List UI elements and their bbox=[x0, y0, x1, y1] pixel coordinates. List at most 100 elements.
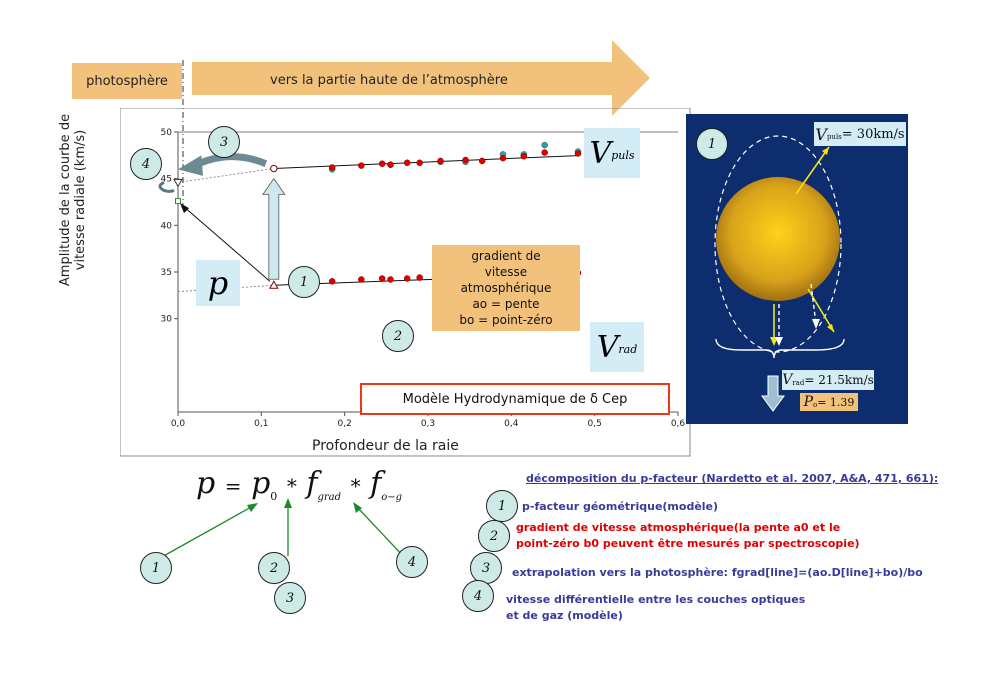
y-tick-label: 50 bbox=[161, 128, 173, 138]
legend-item-4-line2: et de gaz (modèle) bbox=[506, 609, 623, 622]
y-tick-label: 45 bbox=[161, 175, 172, 185]
x-tick-label: 0,5 bbox=[588, 419, 602, 429]
circle-2-chart: 2 bbox=[382, 320, 414, 352]
orbit-ellipse bbox=[714, 135, 842, 353]
puls-point bbox=[358, 162, 365, 169]
x-tick-label: 0,1 bbox=[254, 419, 268, 429]
formula-star2: * bbox=[350, 474, 361, 498]
panel-p0-value: = 1.39 bbox=[817, 395, 855, 409]
vpuls-box: V puls bbox=[584, 128, 640, 178]
puls-point bbox=[478, 157, 486, 165]
legend-item-2: gradient de vitesse atmosphérique(la pen… bbox=[516, 520, 860, 552]
y-tick-label: 30 bbox=[161, 315, 173, 325]
x-axis-label: Profondeur de la raie bbox=[312, 438, 459, 454]
legend-circle-4: 4 bbox=[462, 580, 494, 612]
p-arrow-head bbox=[180, 203, 189, 214]
formula-star1: * bbox=[286, 474, 297, 498]
legend-circle-2: 2 bbox=[478, 520, 510, 552]
p-arrow-line bbox=[181, 204, 271, 282]
circle-1-formula: 1 bbox=[140, 552, 172, 584]
circle-1-chart: 1 bbox=[288, 266, 320, 298]
model-box: Modèle Hydrodynamique de δ Cep bbox=[360, 383, 670, 415]
rad-point bbox=[378, 275, 386, 282]
vrad-subscript: rad bbox=[618, 342, 638, 356]
puls-point bbox=[541, 149, 548, 156]
photosphere-puls-marker bbox=[173, 178, 183, 188]
p-symbol: p bbox=[207, 264, 229, 302]
curl-arrow-4 bbox=[158, 181, 175, 193]
legend-circle-1: 1 bbox=[486, 490, 518, 522]
y-tick-label: 40 bbox=[161, 221, 173, 231]
circle-1-panel: 1 bbox=[696, 128, 728, 160]
puls-point bbox=[574, 150, 582, 157]
panel-p0-sub: o bbox=[812, 401, 818, 409]
formula-p0-sub: 0 bbox=[270, 490, 278, 503]
legend-item-4: vitesse différentielle entre les couches… bbox=[506, 592, 805, 624]
x-tick-label: 0,2 bbox=[338, 419, 352, 429]
gradient-line5: bo = point-zéro bbox=[459, 313, 553, 327]
y-axis-label: Amplitude de la courbe de vitesse radial… bbox=[58, 70, 88, 330]
vpuls-symbol: V bbox=[589, 135, 612, 171]
x-tick-label: 0,0 bbox=[171, 419, 186, 429]
photosphere-banner: photosphère bbox=[72, 63, 182, 99]
circle-2-formula: 2 bbox=[258, 552, 290, 584]
p-box: p bbox=[196, 260, 240, 306]
puls-start-marker bbox=[270, 164, 278, 173]
photosphere-rad-marker bbox=[175, 198, 181, 205]
y-tick-label: 35 bbox=[161, 268, 172, 278]
puls-point-teal bbox=[541, 141, 548, 149]
puls-point bbox=[378, 160, 386, 167]
rad-point bbox=[416, 274, 423, 281]
circle-4-formula: 4 bbox=[396, 546, 428, 578]
legend-item-3: extrapolation vers la photosphère: fgrad… bbox=[512, 566, 923, 579]
upper-atmosphere-label: vers la partie haute de l’atmosphère bbox=[270, 73, 508, 88]
puls-point bbox=[403, 159, 411, 167]
x-tick-label: 0,6 bbox=[671, 419, 686, 429]
puls-point bbox=[462, 156, 469, 164]
model-label: Modèle Hydrodynamique de δ Cep bbox=[402, 391, 628, 407]
puls-point bbox=[499, 154, 507, 162]
circle-3-formula: 3 bbox=[274, 582, 306, 614]
formula-fgrad-sub: grad bbox=[317, 492, 342, 503]
gradient-box: gradient de vitesse atmosphérique ao = p… bbox=[432, 245, 580, 331]
circle-3-chart: 3 bbox=[208, 126, 240, 158]
legend-item-2-line2: point-zéro b0 peuvent être mesurés par s… bbox=[516, 537, 860, 550]
formula-arrows bbox=[159, 498, 406, 559]
formula-fog: f bbox=[370, 466, 382, 501]
brace bbox=[715, 338, 845, 359]
panel-vrad-symbol: V bbox=[782, 372, 793, 388]
formula-p: p bbox=[196, 466, 216, 501]
legend-item-1: p-facteur géométrique(modèle) bbox=[522, 500, 719, 513]
rad-point bbox=[403, 275, 411, 282]
legend-item-4-line1: vitesse différentielle entre les couches… bbox=[506, 593, 806, 606]
panel-p0-symbol: P bbox=[803, 394, 813, 410]
x-tick-label: 0,3 bbox=[421, 419, 435, 429]
puls-point bbox=[437, 157, 444, 165]
circle-4-chart: 4 bbox=[130, 148, 162, 180]
star-diagram bbox=[714, 135, 845, 412]
formula-p0: p bbox=[251, 466, 271, 501]
panel-vpuls-value: = 30km/s bbox=[841, 126, 905, 142]
puls-fit-line bbox=[273, 155, 579, 170]
down-arrow bbox=[761, 375, 785, 412]
panel-vpuls-symbol: V bbox=[815, 124, 827, 144]
panel-vrad-sub: rad bbox=[792, 379, 805, 387]
formula-fog-sub: o−g bbox=[381, 492, 403, 503]
vrad-symbol: V bbox=[596, 329, 619, 365]
legend-title-text: décomposition du p-facteur (Nardetto et … bbox=[526, 472, 939, 485]
puls-point bbox=[416, 159, 423, 167]
gradient-line4: ao = pente bbox=[472, 297, 540, 311]
puls-point bbox=[520, 153, 528, 160]
puls-point bbox=[328, 164, 336, 171]
photosphere-divider bbox=[182, 60, 184, 210]
formula-fgrad: f bbox=[306, 466, 318, 501]
puls-extrapolation bbox=[177, 168, 274, 183]
gradient-line1: gradient de bbox=[471, 249, 541, 263]
puls-point bbox=[387, 161, 394, 168]
curved-arrow-3-head bbox=[178, 155, 203, 176]
photosphere-label: photosphère bbox=[86, 73, 168, 89]
formula-eq: = bbox=[224, 474, 242, 498]
